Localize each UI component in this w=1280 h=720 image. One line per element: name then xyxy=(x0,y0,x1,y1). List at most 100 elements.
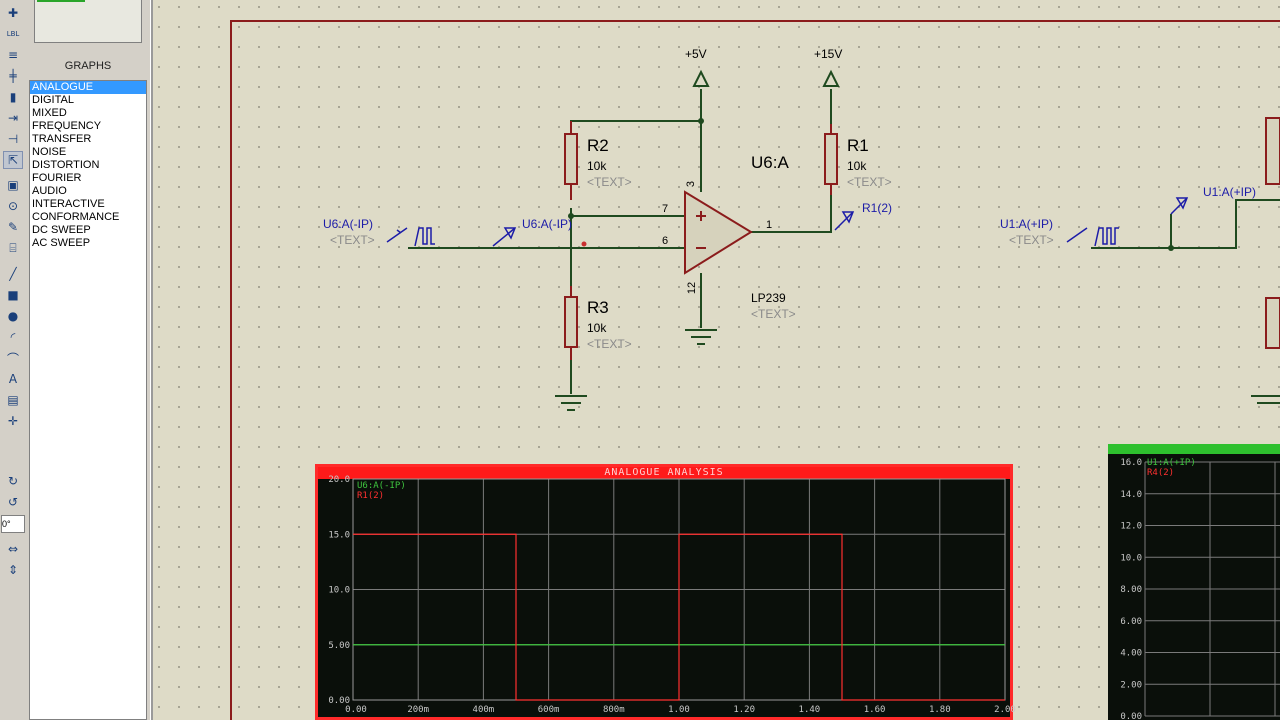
r2-value: 10k xyxy=(587,159,607,173)
x-tick-label: 0.00 xyxy=(345,705,367,715)
label-mode-icon[interactable]: LBL xyxy=(6,30,20,38)
subcircuit-mode-icon[interactable]: ▮ xyxy=(9,90,17,104)
mirror-horizontal-icon[interactable]: ⇔ xyxy=(7,542,19,556)
line-icon[interactable]: ╱ xyxy=(9,267,17,281)
graph-type-item[interactable]: CONFORMANCE xyxy=(32,211,120,223)
x-tick-label: 1.00 xyxy=(668,705,690,715)
y-tick-label: 5.00 xyxy=(328,641,350,651)
r1-text: <TEXT> xyxy=(847,175,892,189)
overview-window[interactable] xyxy=(34,0,142,43)
opamp-pin-6: 6 xyxy=(662,235,669,247)
r3-reference: R3 xyxy=(587,298,609,317)
graph1-trace1-label: U6:A(-IP) xyxy=(357,481,406,491)
bus-mode-icon[interactable]: ╪ xyxy=(9,69,17,83)
graph-type-item[interactable]: INTERACTIVE xyxy=(32,198,105,210)
pulse-generators xyxy=(386,227,1119,247)
rotate-anticlockwise-icon[interactable]: ↺ xyxy=(7,495,19,509)
y-tick-label: 14.0 xyxy=(1120,490,1142,500)
arc-icon[interactable]: ◜ xyxy=(10,330,16,344)
opamp-text: <TEXT> xyxy=(751,307,796,321)
graph-title: ANALOGUE ANALYSIS xyxy=(318,467,1010,479)
panel-title: GRAPHS xyxy=(64,60,112,72)
y-tick-label: 8.00 xyxy=(1120,585,1142,595)
r2-resistor-body[interactable] xyxy=(564,133,578,185)
x-tick-label: 1.20 xyxy=(733,705,755,715)
graph-mode-icon[interactable]: ⇱ xyxy=(3,151,23,169)
y-tick-label: 4.00 xyxy=(1120,649,1142,659)
power-5v-label: +5V xyxy=(685,47,707,61)
opamp-pin-12: 12 xyxy=(686,281,699,295)
terminal-mode-icon[interactable]: ⇥ xyxy=(7,111,19,125)
graph-type-item[interactable]: DISTORTION xyxy=(32,159,100,171)
graph-type-item[interactable]: ANALOGUE xyxy=(30,81,146,94)
generator2-label[interactable]: U1:A(+IP) xyxy=(1000,217,1054,231)
probe-output-label[interactable]: R1(2) xyxy=(862,201,893,215)
y-tick-label: 12.0 xyxy=(1120,522,1142,532)
y-tick-label: 15.0 xyxy=(328,530,350,540)
opamp-pin-1: 1 xyxy=(766,219,773,231)
graph-type-item[interactable]: NOISE xyxy=(32,146,67,158)
graph-type-item[interactable]: AUDIO xyxy=(32,185,67,197)
graph-type-item[interactable]: FOURIER xyxy=(32,172,82,184)
cursor-marker xyxy=(581,241,587,247)
component-mode-icon[interactable]: ✚ xyxy=(7,6,19,20)
probe-input-label[interactable]: U6:A(-IP) xyxy=(522,217,573,231)
circle-icon[interactable]: ● xyxy=(7,309,19,323)
generator1-text: <TEXT> xyxy=(330,233,375,247)
marker-icon[interactable]: ✛ xyxy=(7,414,19,428)
x-tick-label: 200m xyxy=(407,705,429,715)
r1-resistor-body[interactable] xyxy=(824,133,838,185)
virtual-instrument-icon[interactable]: ⌸ xyxy=(9,240,17,255)
panel-splitter[interactable] xyxy=(150,0,153,720)
schematic-drawing xyxy=(230,20,1280,720)
opamp-part-name: LP239 xyxy=(751,291,786,305)
text-icon[interactable]: A xyxy=(8,372,18,386)
x-tick-label: 400m xyxy=(473,705,495,715)
y-tick-label: 0.00 xyxy=(1120,712,1142,720)
voltage-probes xyxy=(492,197,1189,247)
y-tick-label: 2.00 xyxy=(1120,680,1142,690)
ground-symbols xyxy=(555,329,1280,411)
y-tick-label: 6.00 xyxy=(1120,617,1142,627)
generator-mode-icon[interactable]: ⊙ xyxy=(7,199,19,213)
graph-type-item[interactable]: DC SWEEP xyxy=(32,224,91,236)
graph-type-item[interactable]: FREQUENCY xyxy=(32,120,102,132)
tape-recorder-icon[interactable]: ▣ xyxy=(7,178,19,192)
r3-value: 10k xyxy=(587,321,607,335)
rotation-angle-field[interactable]: 0° xyxy=(1,515,25,533)
resistor-leads xyxy=(570,121,832,360)
graph-type-item[interactable]: DIGITAL xyxy=(32,94,74,106)
power-15v-label: +15V xyxy=(814,47,843,61)
y-tick-label: 16.0 xyxy=(1120,458,1142,468)
power-arrows xyxy=(692,69,840,87)
r1-reference: R1 xyxy=(847,136,869,155)
path-icon[interactable]: ⌒ xyxy=(6,351,19,366)
rotate-clockwise-icon[interactable]: ↻ xyxy=(7,474,19,488)
graph2-trace1-label: U1:A(+IP) xyxy=(1147,458,1196,468)
opamp-pin-7: 7 xyxy=(662,203,669,215)
mirror-vertical-icon[interactable]: ⇕ xyxy=(7,563,19,577)
pin-mode-icon[interactable]: ⊣ xyxy=(7,132,19,146)
schematic-canvas[interactable]: +5V +15V R2 10k <TEXT> R1 10k <TEXT> R3 … xyxy=(153,0,1280,720)
opamp-pin-3: 3 xyxy=(685,180,698,188)
r2-text: <TEXT> xyxy=(587,175,632,189)
graph-type-item[interactable]: AC SWEEP xyxy=(32,237,91,249)
generator1-label[interactable]: U6:A(-IP) xyxy=(323,217,374,231)
symbol-icon[interactable]: ▤ xyxy=(7,393,19,407)
opamp-symbol[interactable] xyxy=(684,190,753,275)
probe-right-label[interactable]: U1:A(+IP) xyxy=(1203,185,1257,199)
graph-type-item[interactable]: MIXED xyxy=(32,107,67,119)
box-icon[interactable]: ■ xyxy=(7,288,19,302)
graph-type-item[interactable]: TRANSFER xyxy=(32,133,92,145)
probe-mode-icon[interactable]: ✎ xyxy=(7,220,19,234)
r3-resistor-body[interactable] xyxy=(564,296,578,348)
x-tick-label: 1.60 xyxy=(864,705,886,715)
x-tick-label: 800m xyxy=(603,705,625,715)
script-mode-icon[interactable]: ≡ xyxy=(7,48,19,62)
